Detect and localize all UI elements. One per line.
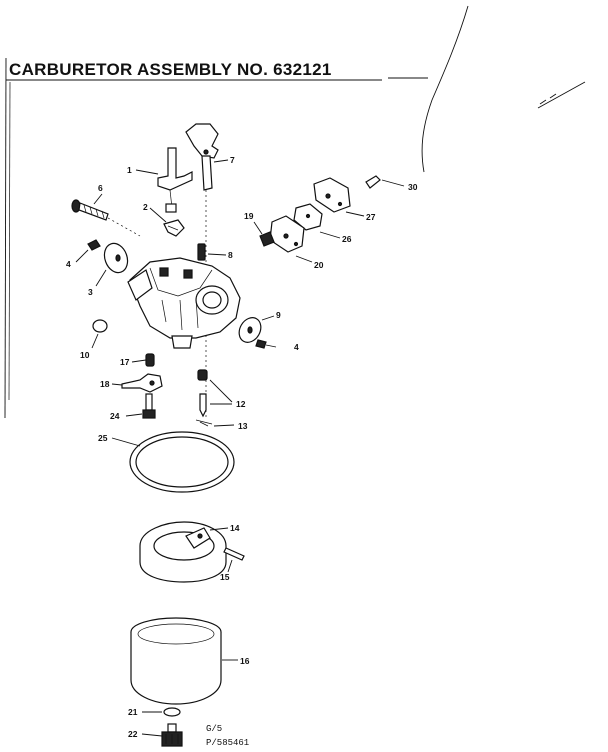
callout-2: 2 bbox=[143, 202, 148, 212]
leader-8 bbox=[207, 253, 227, 256]
leader-1 bbox=[135, 169, 159, 175]
part-15-float-pin bbox=[223, 547, 245, 561]
callout-7: 7 bbox=[230, 155, 235, 165]
leader-22 bbox=[141, 733, 163, 737]
page-edge-curve bbox=[421, 5, 469, 173]
leader-3 bbox=[95, 269, 107, 287]
part-27-pump-cover bbox=[313, 177, 351, 213]
left-frame-line bbox=[4, 57, 7, 419]
callout-9: 9 bbox=[276, 310, 281, 320]
leader-14 bbox=[209, 527, 229, 531]
leader-7 bbox=[213, 159, 229, 163]
part-19-spring bbox=[259, 231, 275, 247]
callout-18: 18 bbox=[100, 379, 110, 389]
diagram-code-1: G/5 bbox=[206, 724, 222, 734]
leader-30 bbox=[381, 179, 405, 187]
centerline-screw bbox=[107, 217, 141, 237]
callout-10: 10 bbox=[80, 350, 90, 360]
part-8-pin bbox=[197, 243, 206, 261]
callout-27: 27 bbox=[366, 212, 376, 222]
callout-17: 17 bbox=[120, 357, 130, 367]
part-25-gasket bbox=[129, 431, 235, 493]
callout-19: 19 bbox=[244, 211, 254, 221]
part-6-idle-screw bbox=[71, 199, 109, 221]
callout-30: 30 bbox=[408, 182, 418, 192]
margin-mark bbox=[537, 81, 586, 109]
part-14-float bbox=[139, 521, 227, 583]
leader-9 bbox=[261, 315, 275, 321]
callout-4-left: 4 bbox=[66, 259, 71, 269]
callout-12: 12 bbox=[236, 399, 246, 409]
leader-12a bbox=[209, 379, 233, 403]
callout-24: 24 bbox=[110, 411, 120, 421]
leader-2 bbox=[149, 207, 167, 223]
part-18-lever bbox=[121, 373, 163, 393]
part-30-screw bbox=[365, 175, 381, 189]
left-frame-line-inner bbox=[8, 81, 11, 401]
part-12-needle-seat bbox=[197, 369, 208, 418]
part-21-washer bbox=[163, 707, 181, 717]
carburetor-body bbox=[127, 257, 241, 349]
callout-8: 8 bbox=[228, 250, 233, 260]
callout-22: 22 bbox=[128, 729, 138, 739]
callout-3: 3 bbox=[88, 287, 93, 297]
leader-25 bbox=[111, 437, 141, 447]
part-7-choke-shaft bbox=[185, 123, 219, 191]
callout-6: 6 bbox=[98, 183, 103, 193]
part-17-spring bbox=[145, 353, 155, 367]
leader-17 bbox=[131, 359, 147, 363]
part-9-choke-plate bbox=[238, 317, 262, 343]
part-4-small-screw-left bbox=[87, 239, 101, 251]
part-10-cap bbox=[92, 319, 108, 333]
leader-24 bbox=[125, 413, 143, 417]
part-3-throttle-plate bbox=[103, 242, 129, 274]
part-20-pump-body bbox=[269, 215, 305, 253]
callout-21: 21 bbox=[128, 707, 138, 717]
leader-19 bbox=[253, 221, 263, 235]
callout-15: 15 bbox=[220, 572, 230, 582]
leader-20 bbox=[295, 255, 313, 263]
part-22-bowl-nut bbox=[161, 723, 183, 747]
diagram-code-2: P/585461 bbox=[206, 738, 249, 748]
callout-25: 25 bbox=[98, 433, 108, 443]
part-4-small-screw-right bbox=[255, 339, 277, 349]
callout-16: 16 bbox=[240, 656, 250, 666]
page-title: CARBURETOR ASSEMBLY NO. 632121 bbox=[9, 60, 332, 79]
part-16-float-bowl bbox=[130, 617, 222, 705]
callout-14: 14 bbox=[230, 523, 240, 533]
leader-6 bbox=[93, 193, 103, 205]
leader-4-left bbox=[75, 249, 89, 263]
callout-1: 1 bbox=[127, 165, 132, 175]
leader-10 bbox=[91, 333, 99, 349]
part-24-screw bbox=[142, 393, 156, 419]
callout-26: 26 bbox=[342, 234, 352, 244]
part-26-diaphragm bbox=[293, 203, 323, 231]
leader-18 bbox=[111, 383, 123, 386]
leader-26 bbox=[319, 231, 341, 239]
part-2-spring bbox=[163, 219, 185, 237]
callout-4-right: 4 bbox=[294, 342, 299, 352]
leader-27 bbox=[345, 211, 365, 217]
leader-13 bbox=[213, 424, 235, 427]
part-13-clip bbox=[195, 419, 213, 427]
callout-20: 20 bbox=[314, 260, 324, 270]
part-1-throttle-shaft bbox=[157, 147, 193, 213]
leader-15 bbox=[227, 559, 233, 573]
callout-13: 13 bbox=[238, 421, 248, 431]
